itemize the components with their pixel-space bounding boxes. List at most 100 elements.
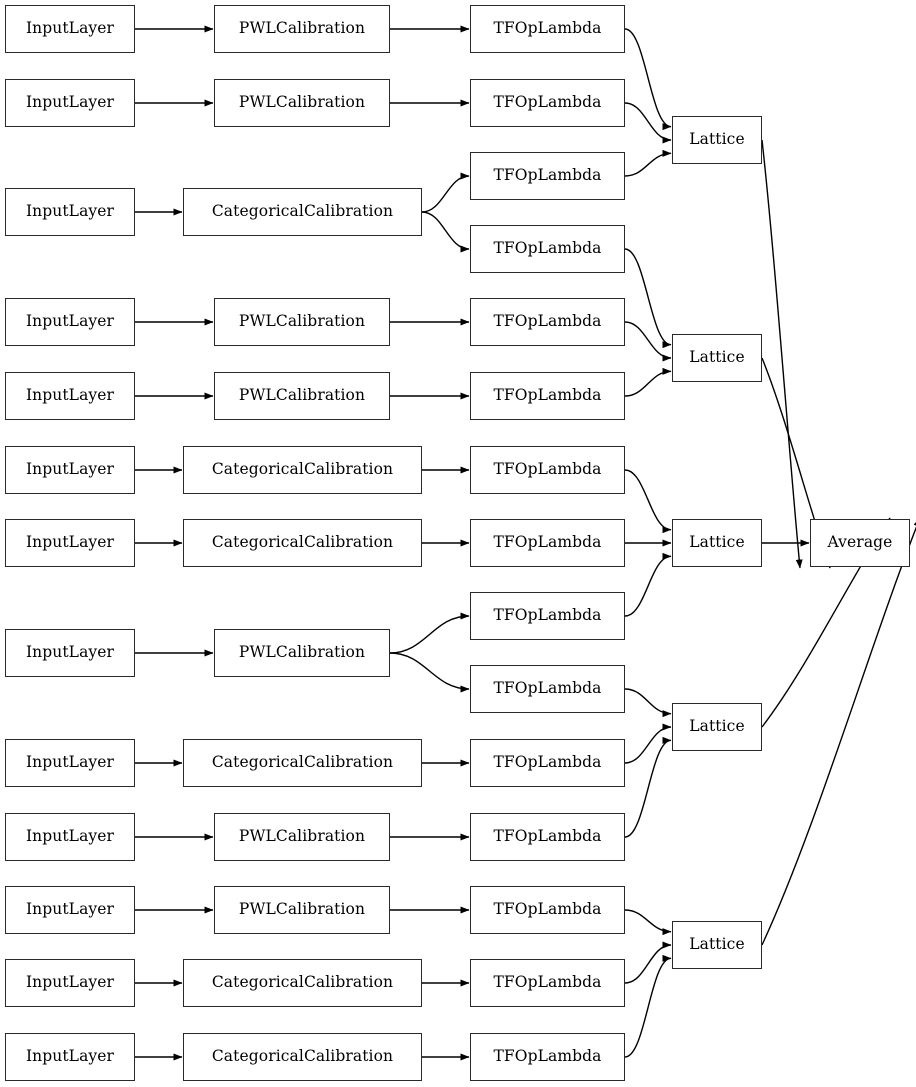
node-op14: TFOpLambda — [470, 959, 625, 1007]
node-label: TFOpLambda — [493, 166, 602, 185]
node-label: Average — [827, 533, 893, 552]
node-label: Lattice — [689, 348, 745, 367]
node-label: PWLCalibration — [238, 827, 366, 846]
edge-op12-to-lat4 — [624, 736, 672, 838]
node-label: TFOpLambda — [493, 753, 602, 772]
node-op12: TFOpLambda — [470, 813, 625, 861]
node-in2: InputLayer — [5, 79, 135, 127]
node-label: PWLCalibration — [238, 643, 366, 662]
node-label: InputLayer — [25, 312, 115, 331]
node-label: TFOpLambda — [493, 386, 602, 405]
node-op7: TFOpLambda — [470, 446, 625, 494]
node-label: Lattice — [689, 130, 745, 149]
node-label: InputLayer — [25, 753, 115, 772]
edge-op7-to-lat3 — [624, 469, 672, 534]
node-lat2: Lattice — [672, 334, 762, 382]
node-label: InputLayer — [25, 973, 115, 992]
edge-op15-to-lat5 — [624, 954, 672, 1058]
edge-op2-to-lat1 — [624, 102, 672, 144]
node-label: TFOpLambda — [493, 239, 602, 258]
node-label: Lattice — [689, 717, 745, 736]
node-in4: InputLayer — [5, 298, 135, 346]
node-op9: TFOpLambda — [470, 592, 625, 640]
node-cal5: PWLCalibration — [214, 372, 390, 420]
edge-lat1-to-avg — [761, 139, 803, 569]
node-in10: InputLayer — [5, 813, 135, 861]
node-label: TFOpLambda — [493, 19, 602, 38]
node-op6: TFOpLambda — [470, 372, 625, 420]
node-label: InputLayer — [25, 827, 115, 846]
node-in7: InputLayer — [5, 519, 135, 567]
node-op1: TFOpLambda — [470, 5, 625, 53]
node-label: InputLayer — [25, 19, 115, 38]
node-label: PWLCalibration — [238, 386, 366, 405]
node-cal10: PWLCalibration — [214, 813, 390, 861]
node-in5: InputLayer — [5, 372, 135, 420]
node-op15: TFOpLambda — [470, 1033, 625, 1081]
node-cal2: PWLCalibration — [214, 79, 390, 127]
node-label: TFOpLambda — [493, 460, 602, 479]
node-cal9: CategoricalCalibration — [183, 739, 422, 787]
node-label: InputLayer — [25, 533, 115, 552]
node-label: InputLayer — [25, 202, 115, 221]
node-label: InputLayer — [25, 460, 115, 479]
edge-op13-to-lat5 — [624, 909, 672, 936]
node-in1: InputLayer — [5, 5, 135, 53]
node-label: InputLayer — [25, 1047, 115, 1066]
node-cal11: PWLCalibration — [214, 886, 390, 934]
node-in12: InputLayer — [5, 959, 135, 1007]
edge-op4-to-lat2 — [624, 248, 672, 349]
node-label: PWLCalibration — [238, 312, 366, 331]
node-label: CategoricalCalibration — [211, 753, 394, 772]
node-label: CategoricalCalibration — [211, 973, 394, 992]
node-op11: TFOpLambda — [470, 739, 625, 787]
node-lat4: Lattice — [672, 703, 762, 751]
node-op5: TFOpLambda — [470, 298, 625, 346]
node-label: CategoricalCalibration — [211, 202, 394, 221]
edge-lat5-to-avg — [761, 517, 916, 946]
edge-op1-to-lat1 — [624, 28, 672, 131]
edge-op10-to-lat4 — [624, 688, 672, 718]
node-label: Lattice — [689, 935, 745, 954]
node-cal12: CategoricalCalibration — [183, 959, 422, 1007]
node-label: TFOpLambda — [493, 973, 602, 992]
edge-op6-to-lat2 — [624, 367, 672, 397]
node-label: CategoricalCalibration — [211, 460, 394, 479]
node-op4: TFOpLambda — [470, 225, 625, 273]
node-cal13: CategoricalCalibration — [183, 1033, 422, 1081]
node-label: CategoricalCalibration — [211, 1047, 394, 1066]
node-label: TFOpLambda — [493, 900, 602, 919]
node-op8: TFOpLambda — [470, 519, 625, 567]
node-in13: InputLayer — [5, 1033, 135, 1081]
edge-cal3-to-op3 — [421, 172, 470, 213]
node-cal6: CategoricalCalibration — [183, 446, 422, 494]
edge-op14-to-lat5 — [624, 941, 672, 984]
node-label: PWLCalibration — [238, 19, 366, 38]
node-in6: InputLayer — [5, 446, 135, 494]
node-label: TFOpLambda — [493, 533, 602, 552]
node-lat5: Lattice — [672, 921, 762, 969]
node-label: PWLCalibration — [238, 900, 366, 919]
node-label: InputLayer — [25, 386, 115, 405]
node-label: TFOpLambda — [493, 312, 602, 331]
edge-cal3-to-op4 — [421, 211, 470, 253]
edge-op5-to-lat2 — [624, 321, 672, 362]
node-label: TFOpLambda — [493, 93, 602, 112]
node-label: TFOpLambda — [493, 606, 602, 625]
edge-cal8-to-op10 — [389, 652, 470, 693]
node-op13: TFOpLambda — [470, 886, 625, 934]
node-in3: InputLayer — [5, 188, 135, 236]
node-label: TFOpLambda — [493, 827, 602, 846]
edge-op9-to-lat3 — [624, 552, 672, 617]
node-in8: InputLayer — [5, 629, 135, 677]
node-label: InputLayer — [25, 900, 115, 919]
node-cal4: PWLCalibration — [214, 298, 390, 346]
node-cal3: CategoricalCalibration — [183, 188, 422, 236]
node-label: InputLayer — [25, 93, 115, 112]
node-in9: InputLayer — [5, 739, 135, 787]
node-op3: TFOpLambda — [470, 152, 625, 200]
edge-cal8-to-op9 — [389, 612, 470, 654]
node-op10: TFOpLambda — [470, 665, 625, 713]
